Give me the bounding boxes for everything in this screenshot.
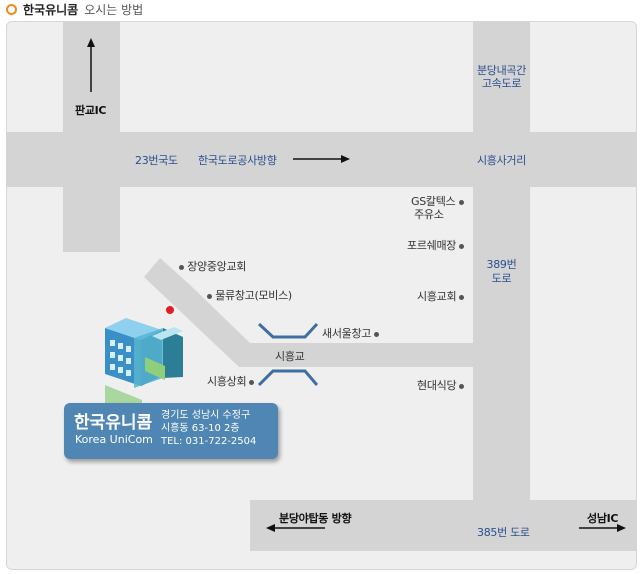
diagonal-road [144, 258, 473, 367]
road-389-line2: 도로 [491, 272, 512, 285]
saeseoul-label: 새서울창고 [322, 327, 372, 340]
road-389-line1: 389번 [486, 258, 517, 271]
mobis-label: 물류창고(모비스) [215, 289, 292, 302]
company-title: 한국유니콤 [23, 2, 79, 17]
page-header: 한국유니콤 오시는 방법 [6, 0, 143, 18]
map-roads [7, 22, 636, 551]
jangang-church-label: 장양중앙교회 [187, 260, 247, 273]
location-dot-icon [249, 379, 255, 385]
route-23-label: 23번국도 [135, 154, 178, 167]
address-line2: 시흥동 63-10 2층 [161, 423, 240, 434]
seongnam-ic-label: 성남IC [587, 512, 619, 525]
saeseoul-landmark: 새서울창고 [322, 325, 380, 341]
pangyo-ic-label: 판교IC [75, 104, 107, 117]
location-dot-icon [179, 264, 184, 270]
hyundai-restaurant-label: 현대식당 [417, 379, 457, 392]
location-dot-icon [459, 383, 465, 389]
company-address: 경기도 성남시 수정구 시흥동 63-10 2층 TEL: 031-722-25… [161, 409, 256, 448]
road-385-label: 385번 도로 [477, 526, 530, 539]
location-dot-icon [458, 199, 464, 205]
road-385 [250, 500, 636, 551]
location-dot-icon [374, 331, 380, 337]
gs-caltex-landmark: GS칼텍스 주유소 [411, 195, 464, 221]
bundang-naegok-line1: 분당내곡간 [476, 64, 527, 77]
siheung-church-landmark: 시흥교회 [417, 288, 465, 304]
location-dot-icon [207, 293, 212, 299]
location-dot-icon [459, 243, 465, 249]
siheung-shop-label: 시흥상회 [207, 375, 247, 388]
siheung-bridge-label: 시흥교 [275, 350, 305, 363]
siheung-church-label: 시흥교회 [417, 290, 457, 303]
mobis-landmark: 물류창고(모비스) [207, 287, 292, 303]
porsche-label: 포르쉐매장 [407, 239, 457, 252]
circle-bullet-icon [6, 3, 17, 15]
siheung-bridge-icon [257, 322, 319, 387]
expressway-direction-label: 한국도로공사방향 [198, 154, 277, 167]
gs-caltex-line2: 주유소 [414, 208, 444, 221]
bundang-yatap-label: 분당야탑동 방향 [279, 512, 352, 525]
page-subtitle: 오시는 방법 [84, 2, 144, 17]
company-info-card: 한국유니콤 Korea UniCom 경기도 성남시 수정구 시흥동 63-10… [64, 403, 278, 459]
location-marker-icon [166, 306, 174, 314]
siheung-shop-landmark: 시흥상회 [207, 373, 255, 389]
jangang-church-landmark: 장양중앙교회 [179, 258, 246, 274]
bundang-naegok-label: 분당내곡간 고속도로 [473, 64, 530, 90]
company-name: 한국유니콤 [74, 413, 153, 433]
company-tel: TEL: 031-722-2504 [161, 436, 257, 447]
porsche-landmark: 포르쉐매장 [407, 237, 465, 253]
siheung-junction-label: 시흥사거리 [476, 154, 527, 167]
bundang-naegok-line2: 고속도로 [481, 77, 522, 90]
company-name-en: Korea UniCom [75, 433, 153, 446]
road-389 [473, 22, 530, 502]
directions-map: 판교IC 분당내곡간 고속도로 23번국도 한국도로공사방향 시흥사거리 389… [6, 21, 637, 570]
road-389-label: 389번 도로 [473, 258, 530, 286]
hyundai-restaurant-landmark: 현대식당 [417, 377, 465, 393]
address-line1: 경기도 성남시 수정구 [161, 410, 251, 421]
location-dot-icon [459, 294, 465, 300]
gs-caltex-line1: GS칼텍스 [411, 195, 456, 208]
